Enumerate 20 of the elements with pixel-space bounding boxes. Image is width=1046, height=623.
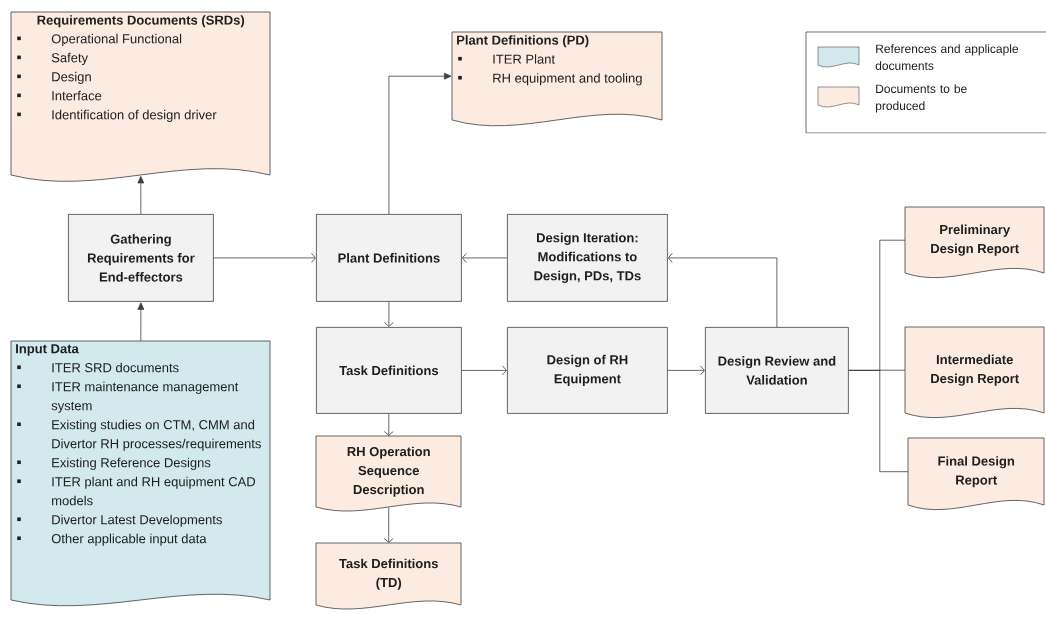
process-box: Gathering Requirements for End-effectors (68, 214, 214, 302)
legend-text: Documents to be produced (875, 84, 967, 113)
process-box: Design Iteration: Modifications to Design, PDs, TDs (507, 214, 668, 302)
arrow (461, 365, 507, 376)
process-box: Plant Definitions (316, 214, 462, 302)
arrow (383, 507, 394, 543)
arrow (667, 365, 705, 376)
legend-text: References and applicaple documents (875, 44, 1019, 70)
arrow (667, 253, 778, 328)
arrow (384, 301, 394, 327)
process-box: Design Review and Validation (705, 327, 849, 414)
arrow (137, 302, 145, 342)
arrow (213, 253, 316, 263)
arrow (388, 72, 452, 215)
arrow (461, 253, 508, 263)
process-box: Task Definitions (316, 327, 462, 414)
arrow (137, 176, 145, 215)
arrow (383, 413, 394, 436)
connector-line (848, 370, 909, 473)
process-box: Design of RH Equipment (507, 327, 668, 414)
